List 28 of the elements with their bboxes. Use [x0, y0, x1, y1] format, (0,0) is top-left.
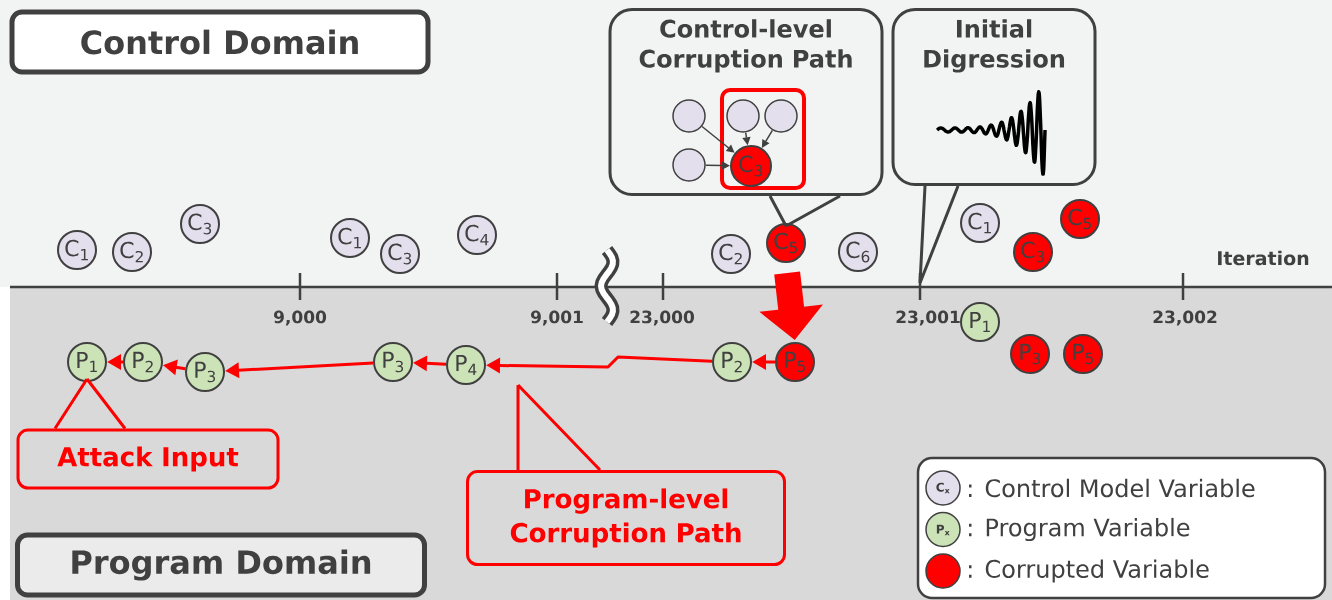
callout-box: Program-level Corruption Path [466, 470, 786, 566]
graph-circle [672, 148, 706, 182]
tick-label: 9,000 [274, 310, 327, 326]
leader-line [53, 377, 127, 430]
legend-text: : Corrupted Variable [969, 559, 1209, 583]
tick-label: 23,000 [630, 310, 694, 326]
callout-tail [768, 194, 842, 228]
tick-label: 23,002 [1153, 310, 1217, 326]
axis-label: Iteration [1218, 250, 1309, 266]
tick-label: 9,001 [531, 310, 583, 326]
swatch-letter: C$_{x}$ [936, 482, 950, 494]
graph-circle [764, 99, 798, 133]
callout-box: Attack Input [16, 428, 280, 490]
legend-text: : Control Model Variable [969, 478, 1255, 498]
swatch-letter: P$_{x}$ [936, 524, 950, 536]
arrow [701, 125, 735, 153]
domain-label-box: Program Domain [15, 532, 427, 598]
graph-circle [672, 99, 706, 133]
graph-circle [726, 99, 760, 133]
arrow [705, 161, 730, 170]
leader-line [516, 383, 602, 472]
legend-text: : Program Variable [969, 517, 1190, 542]
highlight-box [720, 88, 806, 190]
tick-label: 23,001 [896, 310, 960, 326]
domain-label-box: Control Domain [9, 9, 431, 75]
arrow [761, 129, 774, 148]
callout-tail [918, 184, 960, 285]
callout-bubble: Initial Digression [891, 8, 1097, 186]
